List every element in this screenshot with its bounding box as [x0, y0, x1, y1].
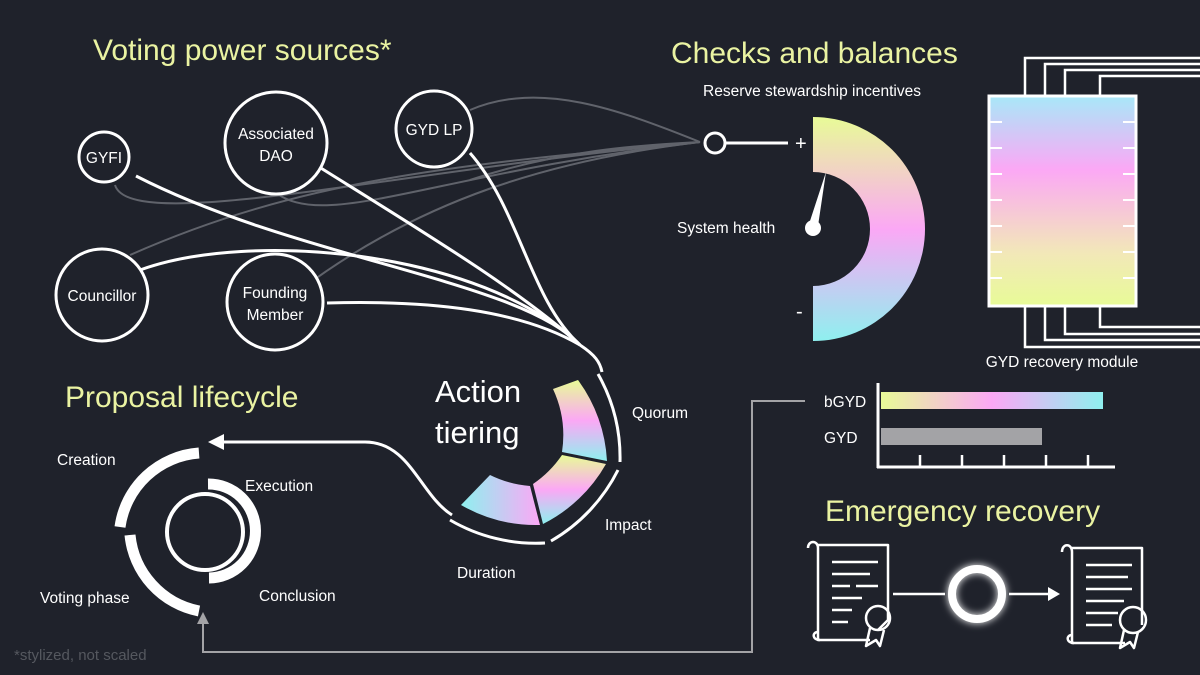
module-wires [1023, 56, 1200, 349]
bar-gyd [881, 428, 1042, 445]
source-associated-dao-label-1: Associated [238, 126, 314, 143]
action-tiering-title-2: tiering [435, 415, 519, 450]
footnote: *stylized, not scaled [14, 647, 147, 664]
bar-bgyd [881, 392, 1103, 409]
tier-segment-quorum [553, 380, 607, 461]
emergency-title: Emergency recovery [825, 495, 1100, 528]
system-health-dial [813, 117, 925, 341]
source-founding-member-label-1: Founding [243, 285, 308, 302]
scroll-broken-icon [806, 540, 906, 648]
proposal-title: Proposal lifecycle [65, 381, 298, 414]
tier-label-quorum: Quorum [632, 405, 688, 422]
lifecycle-rings [114, 447, 261, 617]
stage-conclusion: Conclusion [259, 588, 336, 605]
system-health-label: System health [677, 220, 775, 237]
stage-execution: Execution [245, 478, 313, 495]
recovery-feedback-line [202, 400, 805, 653]
scroll-restored-icon [1060, 544, 1148, 650]
checks-title: Checks and balances [671, 37, 958, 70]
dial-hub [805, 220, 821, 236]
voting-power-title: Voting power sources* [93, 34, 392, 67]
source-gyd-lp: GYD LP [394, 89, 474, 169]
dial-plus: + [795, 133, 807, 155]
tier-outer-arcs [449, 373, 622, 545]
stage-creation: Creation [57, 452, 116, 469]
recovery-module [987, 94, 1138, 308]
source-founding-member: Founding Member [225, 252, 325, 352]
recovery-feedback-arrowhead [197, 612, 209, 624]
source-associated-dao-label-2: DAO [259, 148, 293, 165]
source-connectors [135, 152, 604, 373]
recovery-arrowhead [1048, 587, 1060, 601]
source-associated-dao: Associated DAO [223, 90, 329, 196]
recovery-node-glow [948, 565, 1006, 623]
source-gyfi: GYFI [77, 130, 131, 184]
tiering-arrowhead [208, 434, 224, 450]
tier-label-duration: Duration [457, 565, 516, 582]
source-councillor: Councillor [54, 247, 150, 343]
module-ticks [990, 121, 1135, 279]
source-councillor-label: Councillor [68, 288, 137, 305]
action-tiering-title-1: Action [435, 374, 521, 409]
incentives-label: Reserve stewardship incentives [703, 83, 921, 100]
source-founding-member-label-2: Member [247, 307, 304, 324]
stage-voting-phase: Voting phase [40, 590, 130, 607]
module-label: GYD recovery module [986, 354, 1138, 371]
tier-segment-duration [461, 475, 540, 526]
dial-minus: - [796, 301, 803, 323]
tier-label-impact: Impact [605, 517, 652, 534]
bar-label-gyd: GYD [824, 430, 858, 447]
dial-needle [809, 172, 826, 226]
source-gyfi-label: GYFI [86, 150, 122, 167]
source-gyd-lp-label: GYD LP [406, 122, 463, 139]
tiering-to-lifecycle-arrow [218, 440, 453, 517]
bar-label-bgyd: bGYD [824, 394, 866, 411]
bars-chart: bGYD GYD [824, 383, 1115, 469]
tier-segment-impact [533, 455, 606, 524]
incentive-node [703, 131, 727, 155]
